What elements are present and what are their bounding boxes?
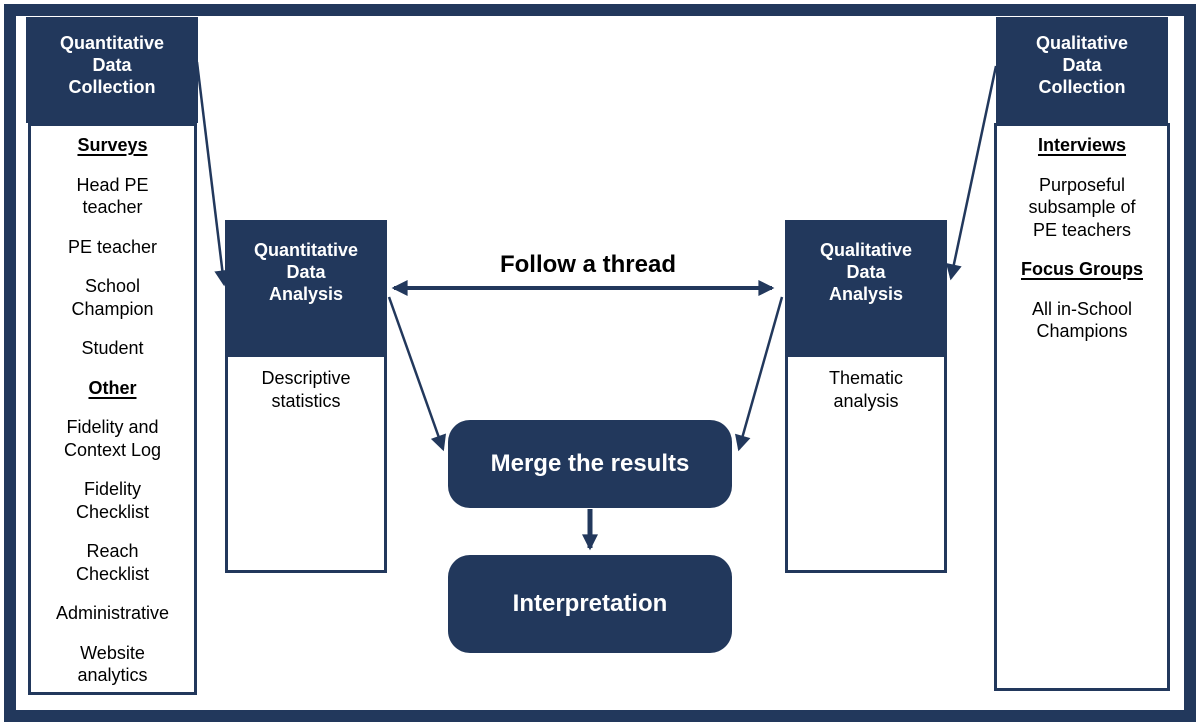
list-item: Interviews	[1037, 135, 1127, 155]
quant-collection-header: Quantitative Data Collection	[26, 17, 198, 123]
qual-analysis-body: Thematic analysis	[785, 354, 947, 573]
list-item: School Champion	[71, 276, 154, 319]
list-item: Fidelity Checklist	[75, 479, 150, 522]
quant-analysis-title: Quantitative Data Analysis	[253, 240, 359, 304]
merge-results-label: Merge the results	[490, 450, 690, 477]
list-item: All in-School Champions	[1031, 298, 1133, 342]
qual-analysis-header: Qualitative Data Analysis	[785, 220, 947, 354]
list-item: Focus Groups	[1020, 259, 1143, 279]
quant-analysis-header: Quantitative Data Analysis	[225, 220, 387, 354]
interpretation-box: Interpretation	[448, 555, 732, 653]
quant-collection-body: Surveys Head PE teacher PE teacher Schoo…	[28, 123, 197, 695]
quant-analysis-body: Descriptive statistics	[225, 354, 387, 573]
interpretation-label: Interpretation	[512, 590, 668, 617]
quant-analysis-method: Descriptive statistics	[261, 368, 351, 411]
qual-analysis-title: Qualitative Data Analysis	[819, 240, 913, 304]
list-item: Fidelity and Context Log	[63, 417, 162, 460]
qual-collection-header: Qualitative Data Collection	[996, 17, 1168, 123]
qual-analysis-method: Thematic analysis	[828, 368, 904, 411]
list-item: PE teacher	[67, 236, 158, 257]
list-item: Website analytics	[77, 642, 148, 686]
merge-results-box: Merge the results	[448, 420, 732, 508]
list-item: Reach Checklist	[75, 541, 150, 584]
qual-collection-body: Interviews Purposeful subsample of PE te…	[994, 123, 1170, 691]
list-item: Purposeful subsample of PE teachers	[1028, 174, 1136, 240]
list-item: Other	[88, 377, 137, 398]
list-item: Administrative	[55, 603, 170, 623]
qual-collection-title: Qualitative Data Collection	[1035, 33, 1129, 97]
list-item: Student	[81, 338, 144, 358]
list-item: Head PE teacher	[76, 174, 149, 218]
quant-collection-title: Quantitative Data Collection	[59, 33, 165, 97]
follow-thread-label: Follow a thread	[499, 251, 676, 278]
list-item: Surveys	[77, 135, 148, 155]
